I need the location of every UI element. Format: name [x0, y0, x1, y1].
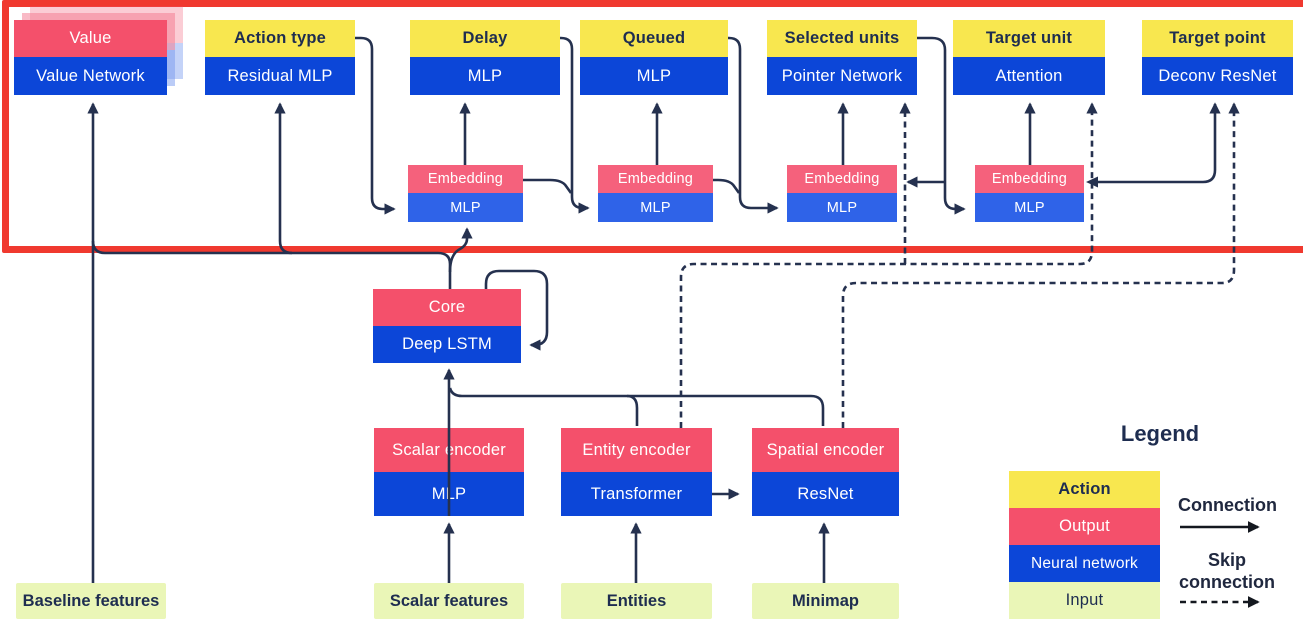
head-queued: Queued MLP	[580, 20, 728, 95]
head-queued-network-label: MLP	[580, 57, 728, 95]
embedding-4-network-label: MLP	[975, 193, 1084, 222]
head-delay-network-label: MLP	[410, 57, 560, 95]
scalar-encoder: Scalar encoder MLP	[374, 428, 524, 516]
head-target-point-action-label: Target point	[1142, 20, 1293, 57]
head-value-network-label: Value Network	[14, 57, 167, 95]
spatial-encoder: Spatial encoder ResNet	[752, 428, 899, 516]
embedding-2-network-label: MLP	[598, 193, 713, 222]
embedding-1-output-label: Embedding	[408, 165, 523, 193]
embedding-3: Embedding MLP	[787, 165, 897, 222]
head-action-type: Action type Residual MLP	[205, 20, 355, 95]
core-output-label: Core	[373, 289, 521, 326]
legend-network-label: Neural network	[1009, 545, 1160, 582]
embedding-4: Embedding MLP	[975, 165, 1084, 222]
legend-connection-label: Connection	[1178, 494, 1277, 515]
input-minimap: Minimap	[752, 583, 899, 619]
spatial-encoder-output-label: Spatial encoder	[752, 428, 899, 472]
head-region-frame	[2, 0, 1303, 253]
core-block: Core Deep LSTM	[373, 289, 521, 363]
embedding-1: Embedding MLP	[408, 165, 523, 222]
entity-encoder-network-label: Transformer	[561, 472, 712, 516]
scalar-encoder-output-label: Scalar encoder	[374, 428, 524, 472]
head-target-point-network-label: Deconv ResNet	[1142, 57, 1293, 95]
scalar-encoder-network-label: MLP	[374, 472, 524, 516]
head-target-unit: Target unit Attention	[953, 20, 1105, 95]
input-baseline-features: Baseline features	[16, 583, 166, 619]
legend-title: Legend	[1120, 421, 1200, 446]
head-action-type-action-label: Action type	[205, 20, 355, 57]
legend-output-label: Output	[1009, 508, 1160, 545]
legend-action-label: Action	[1009, 471, 1160, 508]
head-selected-units-network-label: Pointer Network	[767, 57, 917, 95]
spatial-encoder-network-label: ResNet	[752, 472, 899, 516]
head-target-unit-network-label: Attention	[953, 57, 1105, 95]
head-target-point: Target point Deconv ResNet	[1142, 20, 1293, 95]
legend-swatches: Action Output Neural network Input	[1009, 471, 1160, 619]
embedding-1-network-label: MLP	[408, 193, 523, 222]
core-network-label: Deep LSTM	[373, 326, 521, 363]
entity-encoder: Entity encoder Transformer	[561, 428, 712, 516]
head-target-unit-action-label: Target unit	[953, 20, 1105, 57]
head-delay-action-label: Delay	[410, 20, 560, 57]
embedding-4-output-label: Embedding	[975, 165, 1084, 193]
embedding-3-output-label: Embedding	[787, 165, 897, 193]
head-queued-action-label: Queued	[580, 20, 728, 57]
head-value: Value Value Network	[14, 20, 167, 95]
head-delay: Delay MLP	[410, 20, 560, 95]
head-selected-units: Selected units Pointer Network	[767, 20, 917, 95]
embedding-3-network-label: MLP	[787, 193, 897, 222]
input-entities: Entities	[561, 583, 712, 619]
embedding-2-output-label: Embedding	[598, 165, 713, 193]
input-scalar-features: Scalar features	[374, 583, 524, 619]
entity-encoder-output-label: Entity encoder	[561, 428, 712, 472]
head-value-output-label: Value	[14, 20, 167, 57]
embedding-2: Embedding MLP	[598, 165, 713, 222]
head-selected-units-action-label: Selected units	[767, 20, 917, 57]
legend-skip-connection-label: Skip connection	[1178, 550, 1275, 592]
legend-input-label: Input	[1009, 582, 1160, 619]
head-action-type-network-label: Residual MLP	[205, 57, 355, 95]
